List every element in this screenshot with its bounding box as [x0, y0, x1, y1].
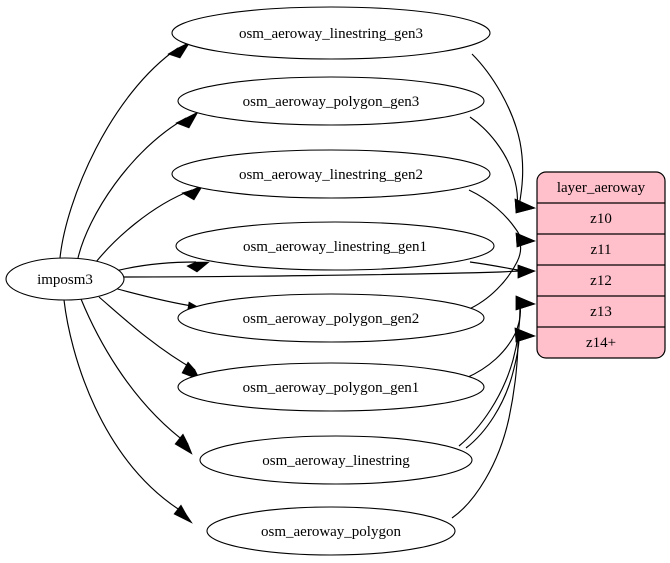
osm-aeroway-polygon-gen3-ellipse[interactable] — [177, 76, 485, 126]
osm-aeroway-polygon-gen1-ellipse[interactable] — [177, 362, 485, 412]
osm-aeroway-polygon-label: osm_aeroway_polygon — [261, 524, 401, 540]
table-row-z14-label: z14+ — [586, 335, 616, 351]
edge-imposm3-to-polygon — [63, 299, 193, 524]
table-row-z12-label: z12 — [590, 273, 612, 289]
node-layer-aeroway-table[interactable]: layer_aeroway z10 z11 z12 z13 z14+ — [536, 171, 666, 359]
osm-aeroway-polygon-gen1-label: osm_aeroway_polygon_gen1 — [243, 380, 420, 396]
osm-aeroway-polygon-gen2-label: osm_aeroway_polygon_gen2 — [243, 311, 420, 327]
edge-imposm3-to-linestring — [80, 298, 193, 455]
node-osm-aeroway-polygon-gen3[interactable]: osm_aeroway_polygon_gen3 — [177, 76, 485, 126]
node-osm-aeroway-linestring-gen3[interactable]: osm_aeroway_linestring_gen3 — [171, 6, 491, 60]
edge-imposm3-to-polygon-gen3 — [77, 111, 199, 259]
edge-linestring-to-z13 — [458, 295, 536, 447]
osm-aeroway-linestring-ellipse[interactable] — [199, 435, 473, 485]
osm-aeroway-linestring-gen1-label: osm_aeroway_linestring_gen1 — [243, 239, 427, 255]
node-osm-aeroway-linestring[interactable]: osm_aeroway_linestring — [199, 435, 473, 485]
node-imposm3[interactable]: imposm3 — [5, 257, 125, 301]
osm-aeroway-linestring-label: osm_aeroway_linestring — [262, 453, 410, 469]
imposm3-ellipse[interactable] — [5, 257, 125, 301]
table-row-z10-label: z10 — [590, 211, 612, 227]
osm-aeroway-polygon-gen3-label: osm_aeroway_polygon_gen3 — [243, 94, 420, 110]
osm-aeroway-linestring-gen3-ellipse[interactable] — [171, 6, 491, 60]
osm-aeroway-linestring-gen3-label: osm_aeroway_linestring_gen3 — [239, 26, 423, 42]
edge-linestring-gen3-to-z10 — [471, 53, 536, 214]
edge-imposm3-to-linestring-gen1 — [111, 261, 210, 273]
table-row-z13-label: z13 — [590, 304, 612, 320]
node-osm-aeroway-linestring-gen1[interactable]: osm_aeroway_linestring_gen1 — [175, 221, 495, 271]
osm-aeroway-polygon-gen2-ellipse[interactable] — [177, 293, 485, 343]
table-row-z11-label: z11 — [590, 242, 611, 258]
edge-polygon-gen2-to-z11 — [466, 232, 536, 311]
node-osm-aeroway-polygon-gen1[interactable]: osm_aeroway_polygon_gen1 — [177, 362, 485, 412]
edge-polygon-gen3-to-z10 — [469, 116, 536, 214]
osm-aeroway-linestring-gen2-ellipse[interactable] — [171, 149, 491, 199]
osm-aeroway-linestring-gen1-ellipse[interactable] — [175, 221, 495, 271]
osm-aeroway-linestring-gen2-label: osm_aeroway_linestring_gen2 — [239, 167, 423, 183]
osm-aeroway-polygon-ellipse[interactable] — [206, 506, 456, 556]
edge-polygon-to-z14 — [451, 327, 536, 519]
node-osm-aeroway-polygon[interactable]: osm_aeroway_polygon — [206, 506, 456, 556]
edge-imposm3-to-polygon-gen1 — [98, 296, 201, 381]
edge-linestring-gen1-to-z12 — [469, 261, 536, 279]
node-osm-aeroway-polygon-gen2[interactable]: osm_aeroway_polygon_gen2 — [177, 293, 485, 343]
node-osm-aeroway-linestring-gen2[interactable]: osm_aeroway_linestring_gen2 — [171, 149, 491, 199]
imposm3-label: imposm3 — [37, 272, 93, 288]
edge-imposm3-to-linestring-gen3 — [59, 41, 191, 259]
layer-aeroway-header-label: layer_aeroway — [557, 180, 646, 196]
